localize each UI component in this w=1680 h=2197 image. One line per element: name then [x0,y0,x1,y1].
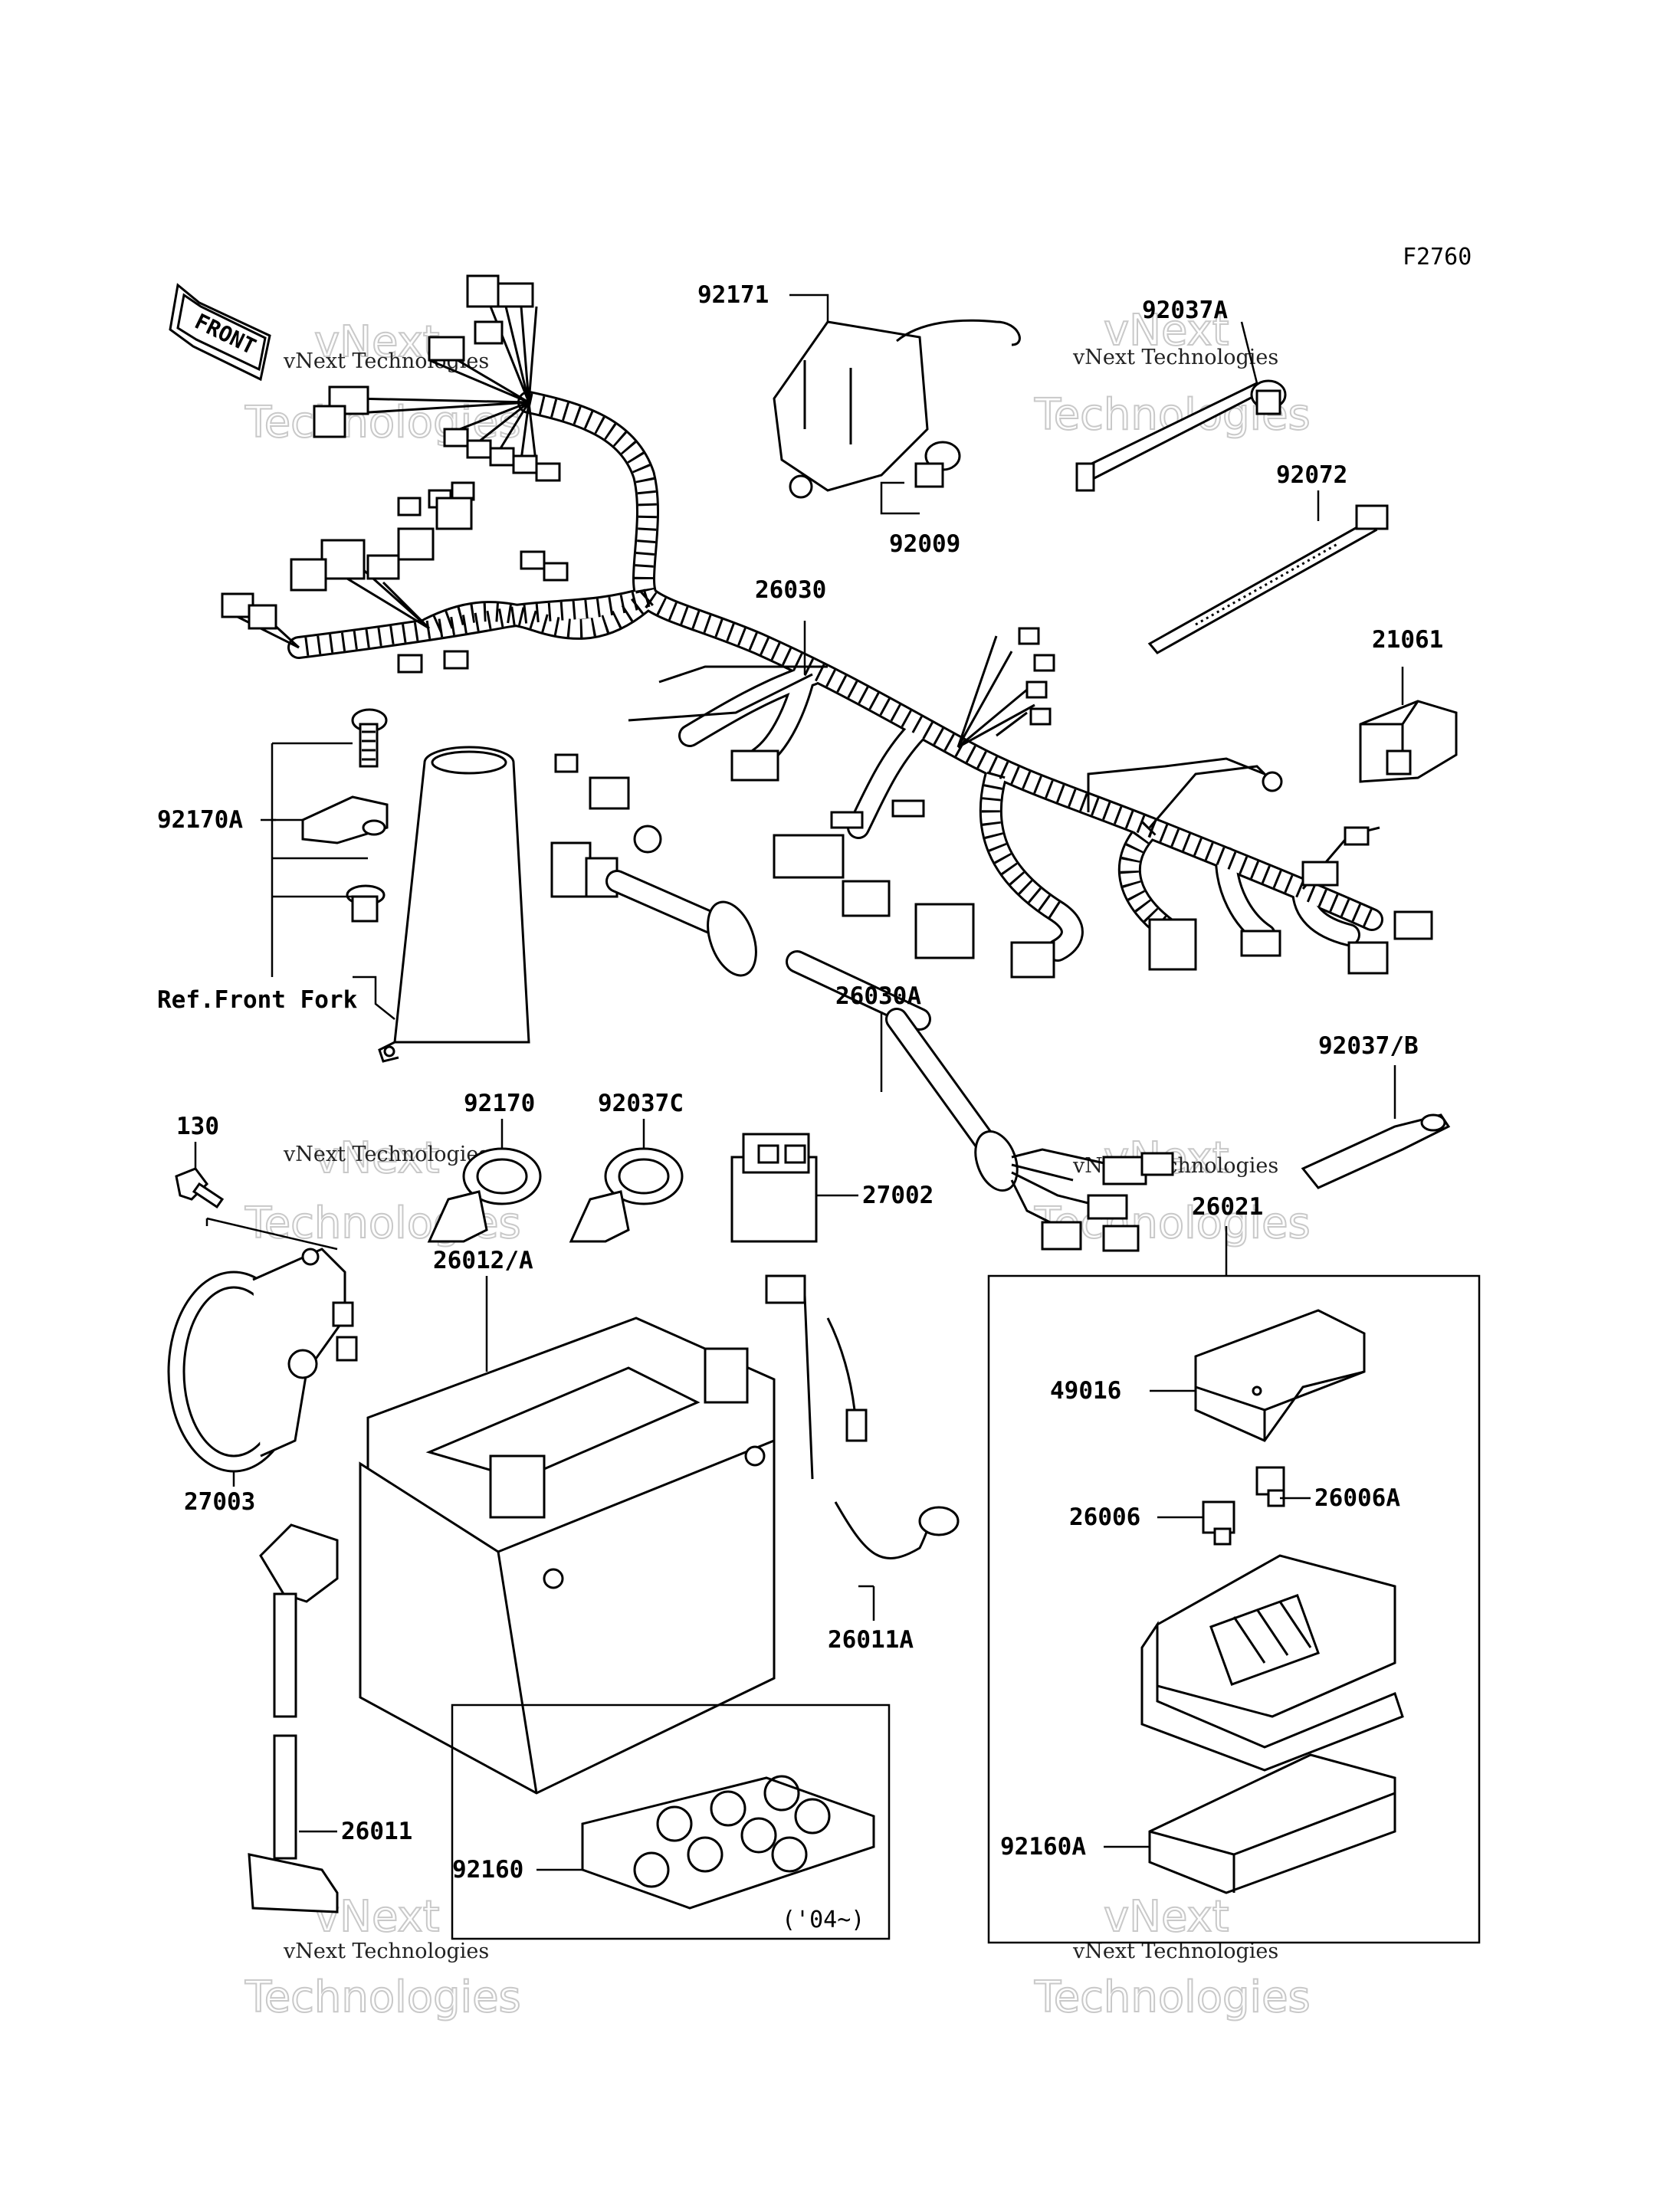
label-92037B: 92037/B [1318,1032,1419,1060]
harness-connectors-center [554,627,1433,979]
part-labels: 92171 92037A 92009 92072 26030 21061 921… [157,281,1443,1884]
label-26021: 26021 [1192,1193,1263,1221]
bolt-130 [175,1167,225,1209]
label-92170: 92170 [464,1090,535,1117]
fuse-26006A [1255,1466,1285,1507]
band-92037B [1301,1113,1451,1189]
svg-text:vNext: vNext [1104,1892,1229,1942]
tie-92072 [1147,504,1389,654]
label-92037C: 92037C [598,1090,684,1117]
leader-lines [194,293,1404,1871]
label-92171: 92171 [697,281,769,309]
label-26030A: 26030A [835,982,921,1010]
svg-text:vNext Technologies: vNext Technologies [283,1143,489,1166]
bracket-92171 [773,319,1021,499]
main-wire-harness [229,306,1383,962]
svg-text:vNext: vNext [314,1133,440,1183]
lead-26011 [248,1523,339,1913]
fuse-box-group-frame [987,1274,1481,1944]
clamp-92170 [427,1147,542,1243]
svg-text:vNext: vNext [314,317,440,367]
label-92009: 92009 [889,530,960,558]
label-92160A: 92160A [1000,1833,1086,1861]
svg-text:vNext: vNext [1104,306,1229,356]
bolt-92009 [914,441,961,488]
period-box [451,1703,891,1940]
horn-27003 [167,1248,358,1473]
label-26006A: 26006A [1314,1484,1400,1512]
svg-text:Technologies: Technologies [244,1972,521,2022]
label-26006: 26006 [1069,1503,1140,1531]
label-21061: 21061 [1372,626,1443,654]
clamp-92037C [569,1147,684,1243]
watermark-bottom-right: vNext Technologies vNext Technologies [1033,1891,1311,2023]
figure-code: F2760 [1403,244,1472,271]
fuse-box-26021 [1140,1554,1404,1772]
battery-26012A [359,1317,776,1795]
watermark-bottom-left: vNext Technologies vNext Technologies [244,1891,522,2023]
label-49016: 49016 [1050,1377,1121,1405]
sub-harness-26030A [550,841,1174,1252]
svg-text:Technologies: Technologies [1034,1972,1311,2022]
clamp-92037A [1075,379,1287,492]
relay-27002 [730,1133,818,1243]
label-27002: 27002 [862,1182,934,1209]
harness-connectors-top [221,274,569,674]
fuse-26006 [1202,1500,1235,1546]
screw-92170A [351,708,388,768]
label-26011: 26011 [341,1818,412,1845]
label-92037A: 92037A [1142,297,1228,324]
clip-92170A [301,795,389,844]
label-92160: 92160 [452,1856,523,1884]
label-26030: 26030 [755,576,826,604]
label-130: 130 [176,1113,219,1140]
fuse-tray-92160A [1148,1753,1396,1894]
cover-21061 [1359,700,1458,783]
period-note: ('04~) [782,1907,865,1933]
lead-26011A [765,1274,960,1559]
grommet-92170A [346,884,386,923]
label-26012A: 26012/A [433,1247,533,1274]
svg-text:vNext Technologies: vNext Technologies [283,1940,489,1963]
svg-text:vNext Technologies: vNext Technologies [1072,346,1278,369]
tray-92160 [581,1775,875,1910]
front-fork-cover [378,746,530,1063]
label-92072: 92072 [1276,461,1347,489]
label-92170A: 92170A [157,806,243,834]
front-arrow-icon: FRONT [169,283,271,382]
watermark-top-right: vNext Technologies vNext Technologies [1033,305,1311,441]
label-26011A: 26011A [828,1626,914,1654]
ref-front-fork: Ref.Front Fork [157,986,358,1014]
label-27003: 27003 [184,1488,255,1516]
fuse-cover-49016 [1194,1309,1366,1442]
